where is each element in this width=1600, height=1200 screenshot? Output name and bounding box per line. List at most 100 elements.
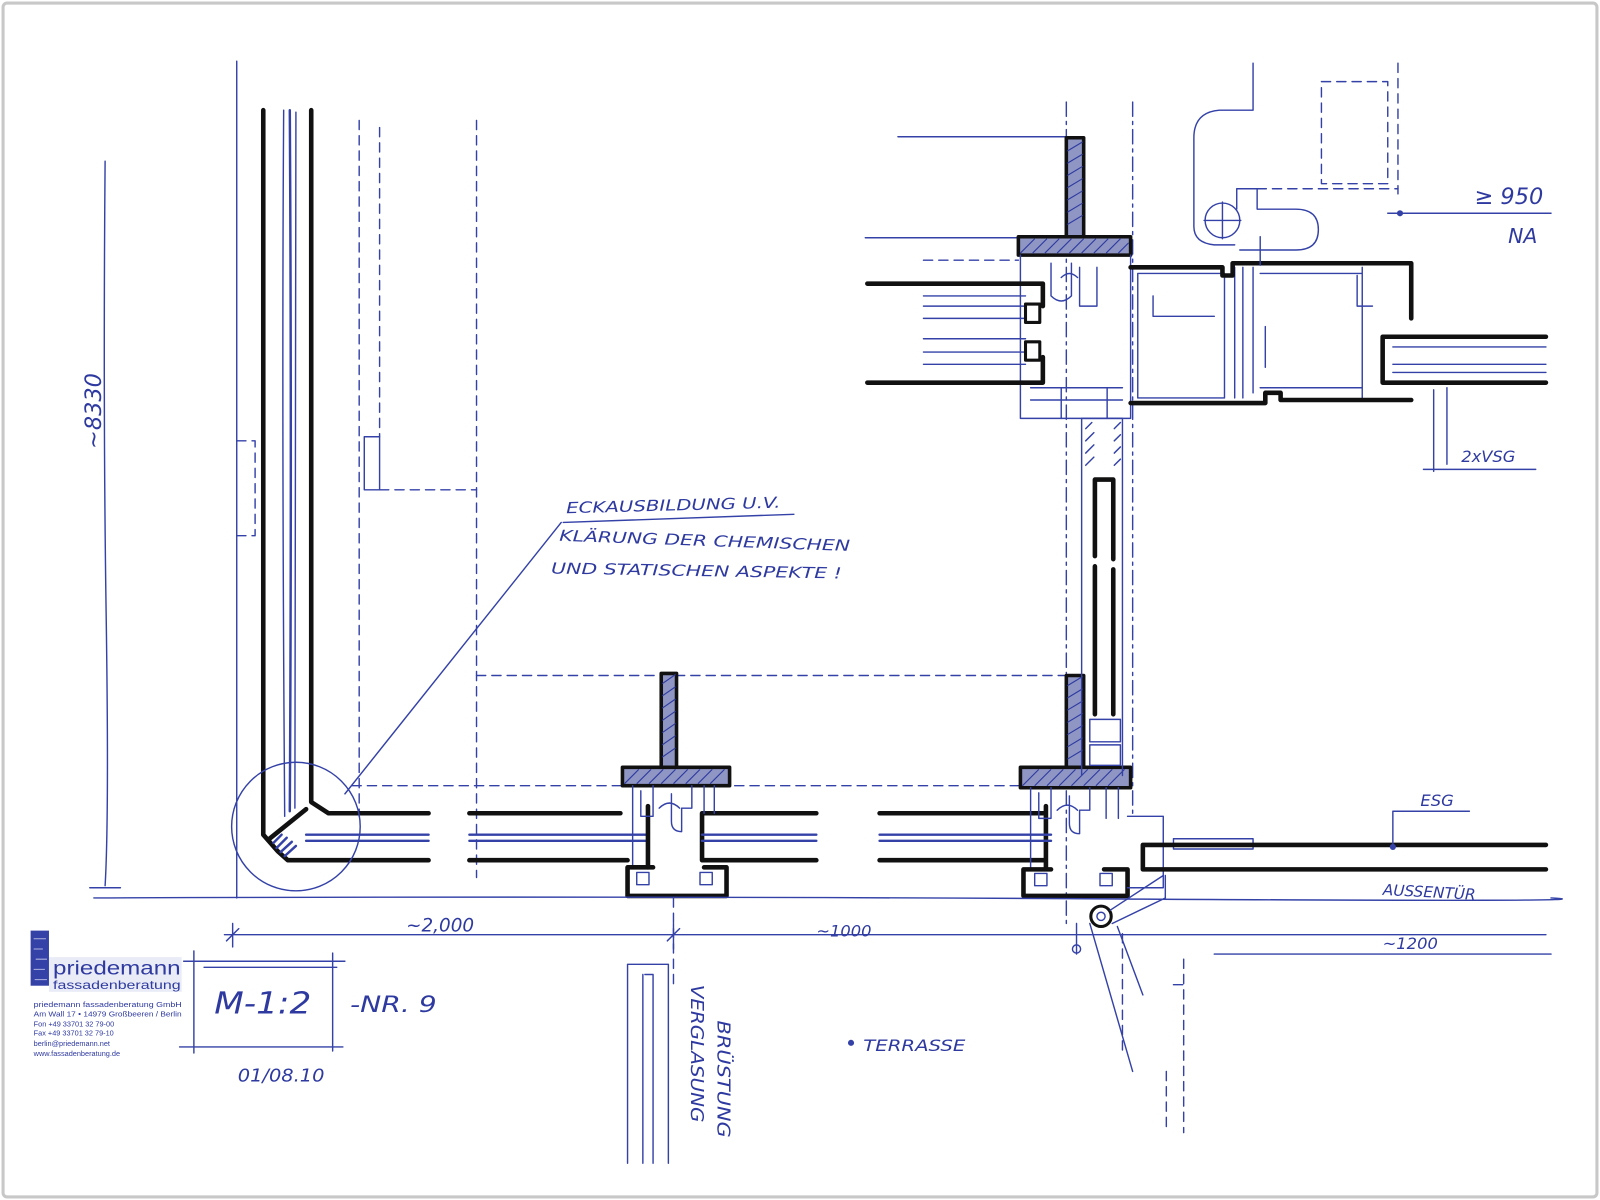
- annotation-underline: [562, 513, 795, 524]
- scale-label: M-1:2: [214, 986, 311, 1021]
- mullion-box-1: [625, 785, 729, 899]
- construction-lines: [236, 60, 1134, 925]
- mullion-profile-1: [620, 671, 732, 788]
- hinge-arms: [1109, 874, 1167, 925]
- glazing-pane: [468, 833, 650, 843]
- glazing-bead: [1089, 718, 1122, 743]
- mullion-hatching: [624, 674, 725, 785]
- middle-bay-label: ~1000: [816, 922, 871, 941]
- wall-inner-black-line: [308, 107, 431, 816]
- gasket: [1099, 872, 1113, 887]
- drawing-date: 01/08.10: [238, 1067, 325, 1087]
- logo-email: berlin@priedemann.net: [34, 1039, 110, 1048]
- gasket: [699, 871, 713, 886]
- terrace-label: TERRASSE: [863, 1036, 966, 1055]
- glazing-edge: [865, 281, 1046, 385]
- glazing-edge: [699, 810, 819, 863]
- hinge-pin: [1089, 904, 1113, 929]
- glazing-pane: [700, 833, 818, 843]
- annotation-line-1: ECKAUSBILDUNG U.V.: [566, 494, 781, 518]
- frame-details: [1152, 266, 1374, 399]
- title-block: M-1:2 -NR. 9 01/08.10: [178, 950, 437, 1087]
- glazing-segment-4: [877, 803, 1053, 870]
- mullion-hatching: [1022, 676, 1125, 787]
- mullion-flange: [1018, 765, 1133, 790]
- wall-inner-glass-line: [294, 111, 297, 809]
- glazing-segment-3: [645, 803, 819, 870]
- vertical-glazing: [1080, 417, 1124, 777]
- esg-dot: [1389, 843, 1396, 850]
- glass-pane-edge: [1092, 477, 1116, 717]
- wall-inner-glass-line: [282, 109, 286, 818]
- annotation-leader: [344, 521, 562, 795]
- glazing-spacer: [1023, 302, 1042, 324]
- parapet-section: VERGLASUNG BRÜSTUNG: [626, 963, 734, 1164]
- wall-inner-glass-line: [288, 108, 293, 813]
- parapet-outline: [626, 963, 670, 1164]
- bay-dimensions: ~2,000 ~1000 ~1200: [93, 896, 1563, 986]
- horizontal-glass-line: [304, 833, 430, 843]
- dashed-rectangle: [1320, 80, 1389, 185]
- glazing-spacer: [1023, 340, 1042, 362]
- logo-name: priedemann: [53, 957, 181, 979]
- overall-height-dimension: ~8330: [81, 160, 122, 889]
- glazing-hatch: [1085, 421, 1122, 467]
- sill-note-label: NA: [1508, 224, 1537, 248]
- logo-fax: Fax +49 33701 32 79-10: [34, 1029, 114, 1038]
- pressure-plate: [625, 865, 729, 899]
- ground-line: [93, 896, 1563, 902]
- logo-subtitle: fassadenberatung: [53, 979, 181, 992]
- insulating-glass-callout: 2xVSG: [1422, 387, 1537, 473]
- callout-lines: [1422, 387, 1537, 473]
- frame-inner: [1137, 272, 1226, 399]
- glazing-label: VERGLASUNG: [686, 985, 706, 1123]
- hinge-crosshair: [1203, 201, 1242, 240]
- box-outline: [1019, 254, 1132, 420]
- dashed-post: [363, 436, 381, 491]
- exterior-door: ESG AUSSENTÜR: [1126, 791, 1549, 904]
- scale-box: [178, 950, 346, 1054]
- frame-outline-top: [1128, 260, 1414, 321]
- mullion-box-2: [1021, 787, 1130, 899]
- glazing-panes: [922, 295, 1027, 365]
- swing-lines: [1089, 922, 1144, 1073]
- corner-hatch: [272, 833, 298, 858]
- door-frame: [1126, 815, 1164, 889]
- gasket: [1033, 872, 1048, 887]
- gasket: [636, 871, 650, 886]
- logo-address: Am Wall 17 • 14979 Großbeeren / Berlin: [34, 1009, 182, 1018]
- dimension-ticks: [225, 922, 1078, 955]
- dimension-line-vertical: [103, 160, 109, 887]
- top-left-glazing: [865, 281, 1046, 385]
- terrace-note: TERRASSE: [847, 1036, 966, 1055]
- drawing-number: -NR. 9: [350, 992, 437, 1018]
- exterior-door-label: AUSSENTÜR: [1381, 880, 1476, 904]
- dimension-dot: [1396, 210, 1404, 217]
- logo-phone: Fon +49 33701 32 79-00: [34, 1020, 114, 1029]
- annotation-line-2: KLÄRUNG DER CHEMISCHEN: [559, 526, 851, 555]
- glazing-edge: [877, 803, 1049, 870]
- esg-leader: [1392, 810, 1471, 846]
- hinge-pin-inner: [1096, 911, 1106, 922]
- profile-details: [631, 785, 715, 869]
- profile-details: [1029, 787, 1120, 869]
- logo-mark-texture: [33, 938, 47, 981]
- overall-height-label: ~8330: [81, 373, 107, 449]
- glazing-frame-lines: [1080, 417, 1124, 777]
- dimension-dot: [1071, 944, 1082, 954]
- insulating-glass-label: 2xVSG: [1461, 447, 1515, 466]
- glazing-bead: [1089, 744, 1122, 767]
- profile-details: [1029, 262, 1124, 420]
- top-mullion-box: [1019, 254, 1132, 420]
- safety-glass-label: ESG: [1420, 791, 1453, 810]
- mullion-flange: [1016, 234, 1133, 257]
- annotation-line-3: UND STATISCHEN ASPEKTE !: [551, 559, 842, 582]
- glass-corner-wall: [230, 107, 431, 892]
- lock-cylinder: [1236, 188, 1320, 251]
- logo-text-background: [48, 957, 182, 992]
- logo-mark: [30, 930, 49, 986]
- glazing-edge: [467, 810, 630, 863]
- company-logo: priedemann fassadenberatung priedemann f…: [30, 930, 182, 1058]
